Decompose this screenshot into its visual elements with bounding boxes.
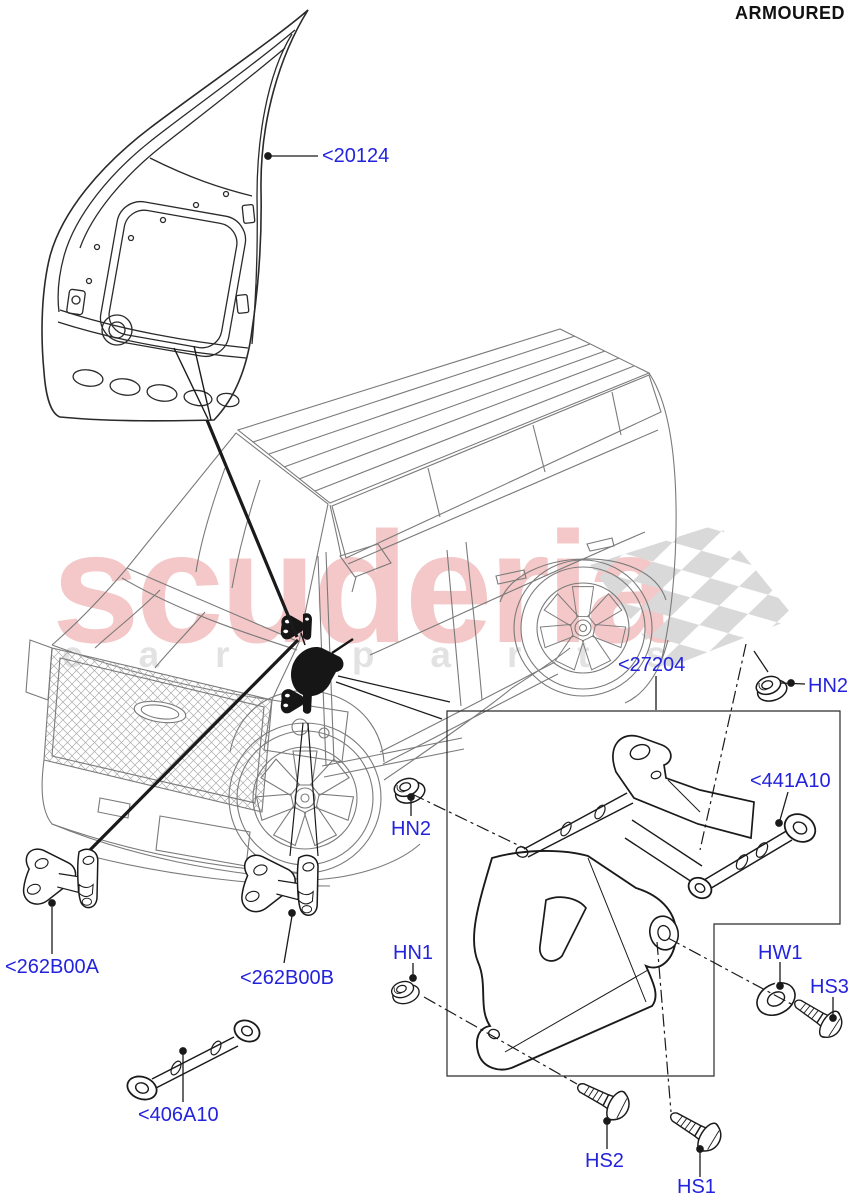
assembly-axis-lines: [411, 643, 796, 1113]
fastener-label-hs3[interactable]: HS3: [810, 976, 849, 998]
check-strap-drawing: [687, 813, 817, 900]
fastener-label-hn2-top[interactable]: HN2: [808, 675, 849, 697]
checkered-flag-watermark: [590, 524, 795, 668]
bolt-hs1-drawing: [662, 1100, 728, 1158]
part-label-27204[interactable]: <27204: [618, 654, 686, 676]
part-label-406a10[interactable]: <406A10: [138, 1104, 219, 1126]
door-check-assembly-drawing: [473, 734, 755, 1071]
fastener-label-hs1[interactable]: HS1: [677, 1176, 716, 1198]
variant-title: ARMOURED: [735, 3, 845, 23]
part-label-262b00a[interactable]: <262B00A: [5, 956, 99, 978]
axis-solid-tail: [753, 650, 769, 673]
parts-box: [446, 710, 841, 1077]
part-label-262b00b[interactable]: <262B00B: [240, 967, 334, 989]
pointer-lines: [85, 345, 451, 857]
hinge-lower-drawing: [241, 854, 319, 917]
watermark-tagline: car parts: [62, 634, 723, 675]
watermark-brand: scuderia: [52, 500, 674, 676]
washer-hw1-drawing: [756, 981, 796, 1017]
bolt-hs2-drawing: [570, 1071, 636, 1126]
door-panel-drawing: [41, 9, 309, 422]
nut-hn2-top-drawing: [752, 671, 791, 706]
part-label-441a10[interactable]: <441A10: [750, 770, 831, 792]
fastener-label-hw1[interactable]: HW1: [758, 942, 803, 964]
leader-lines: [48, 152, 837, 1177]
nut-hn1-drawing: [388, 976, 423, 1008]
fastener-label-hn2-left[interactable]: HN2: [391, 818, 432, 840]
hinge-locations-on-body: [280, 613, 354, 714]
part-label-20124[interactable]: <20124: [322, 145, 390, 167]
fastener-label-hn1[interactable]: HN1: [393, 942, 434, 964]
hinge-upper-drawing: [22, 848, 99, 909]
check-arm-drawing: [126, 1019, 261, 1101]
fastener-label-hs2[interactable]: HS2: [585, 1150, 624, 1172]
vehicle-drawing: [25, 328, 677, 887]
nut-hn2-left-drawing: [390, 773, 429, 808]
